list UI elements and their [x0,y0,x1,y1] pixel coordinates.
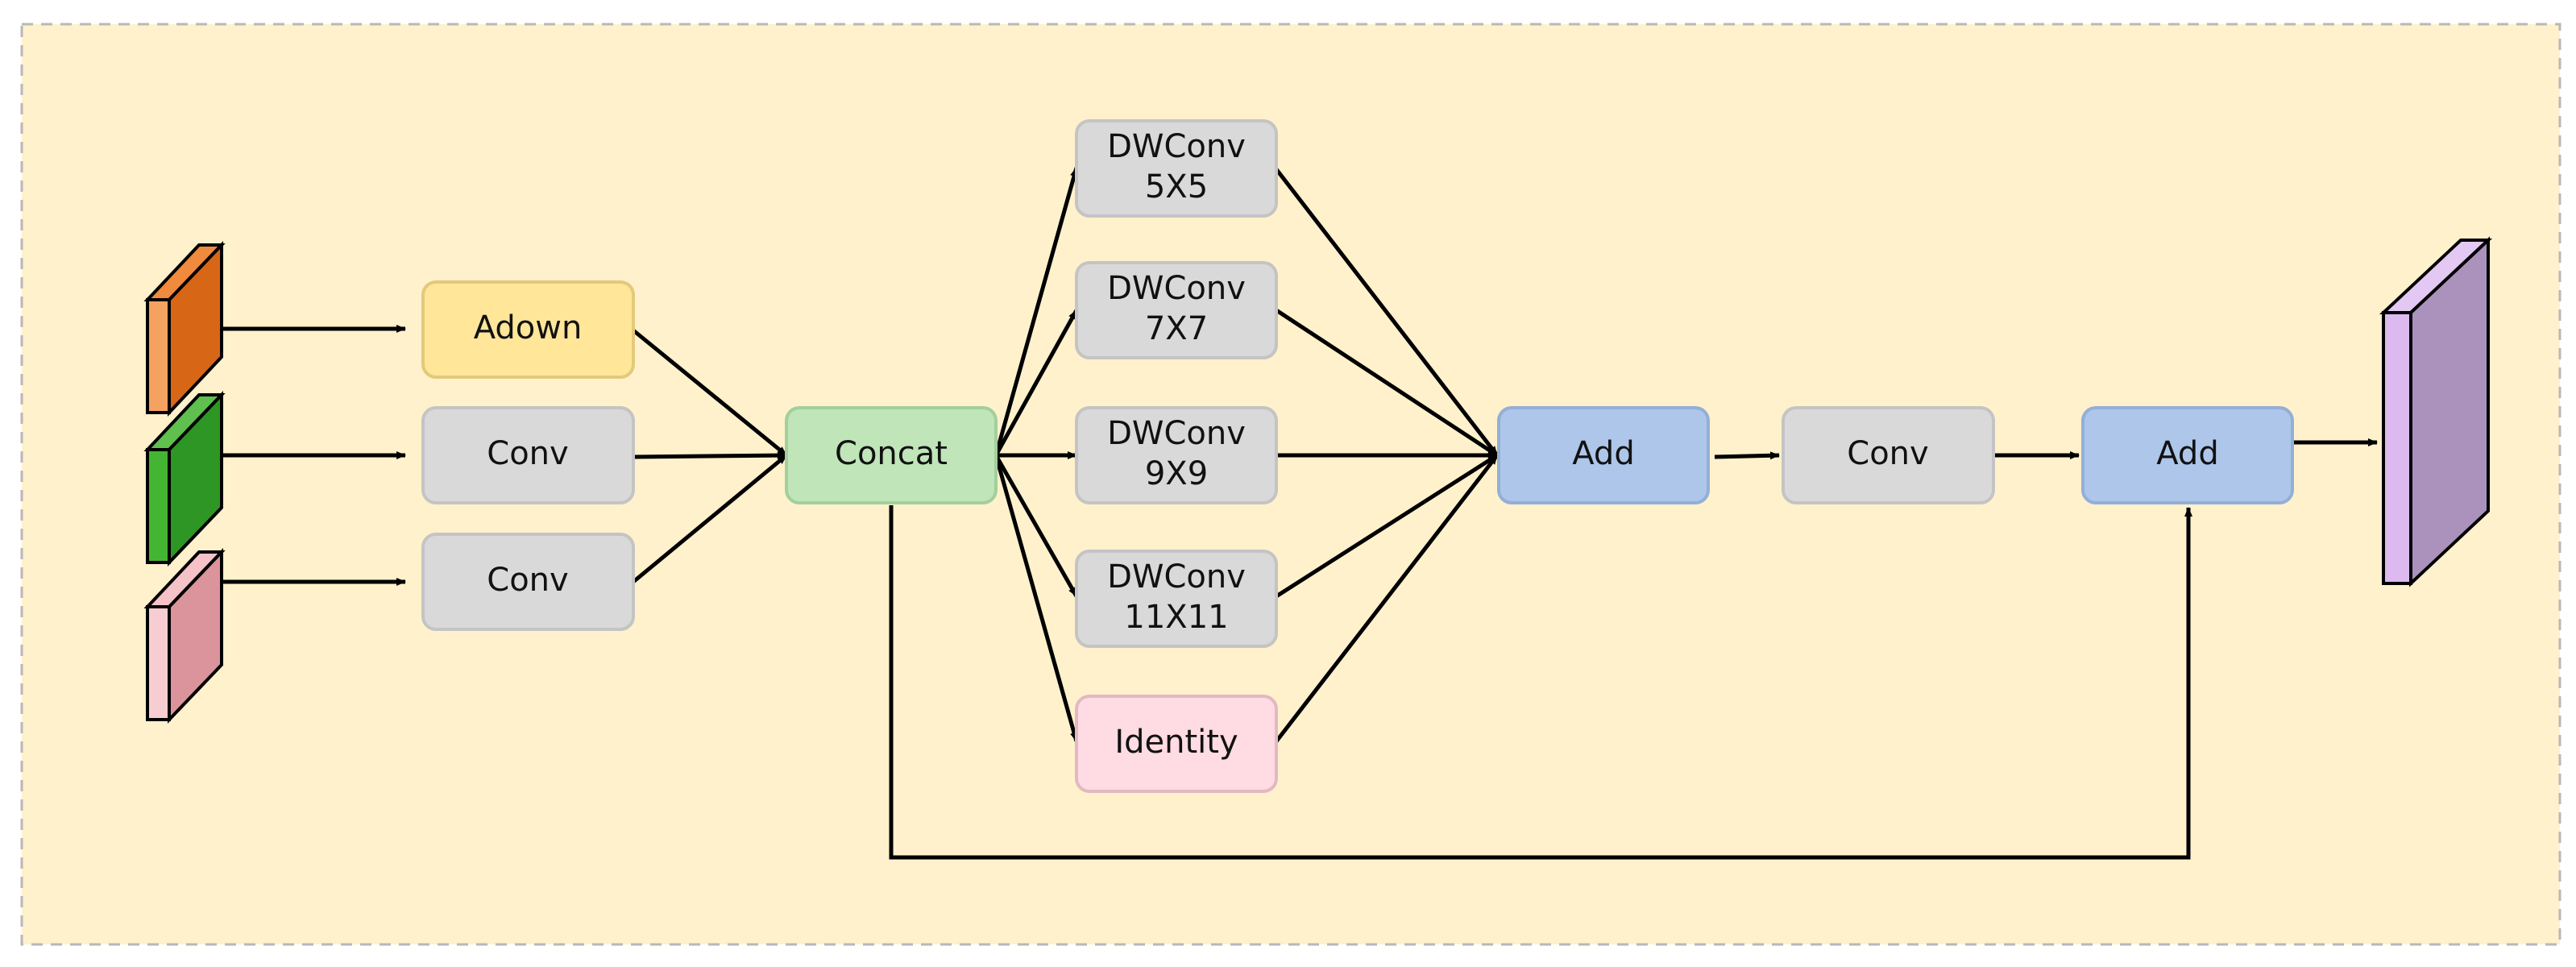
edge-concat-identity [993,454,1079,742]
input-feature-map-pink [143,548,226,724]
node-dwconv-5x5: DWConv 5X5 [1075,119,1278,218]
edge-concat-dw7 [993,309,1079,457]
node-dwconv-7x7-label-2: 7X7 [1145,310,1208,347]
node-add-1-label: Add [1572,435,1634,472]
edge-adown-concat [632,329,788,457]
node-concat: Concat [785,406,998,504]
node-dwconv-11x11-label-1: DWConv [1107,558,1246,596]
node-concat-label: Concat [835,435,948,472]
node-add-2-label: Add [2156,435,2218,472]
node-adown: Adown [421,280,635,379]
node-dwconv-5x5-label-2: 5X5 [1145,168,1208,205]
node-conv-3-label: Conv [1847,435,1928,472]
node-dwconv-5x5-label-1: DWConv [1107,128,1246,165]
node-dwconv-7x7: DWConv 7X7 [1075,261,1278,359]
node-dwconv-9x9-label-1: DWConv [1107,415,1246,452]
node-dwconv-7x7-label-1: DWConv [1107,270,1246,307]
edge-concat-dw11 [993,454,1079,598]
output-feature-map [2379,236,2493,587]
node-add-1: Add [1497,406,1710,504]
node-dwconv-9x9-label-2: 9X9 [1145,455,1208,492]
edge-conv-concat [633,451,787,460]
node-identity-label: Identity [1114,724,1238,761]
edge-dw7-add [1275,308,1499,458]
node-conv-3: Conv [1782,406,1995,504]
node-dwconv-9x9: DWConv 9X9 [1075,406,1278,504]
node-conv-2: Conv [421,533,635,631]
node-identity: Identity [1075,695,1278,793]
node-add-2: Add [2081,406,2294,504]
node-dwconv-11x11: DWConv 11X11 [1075,550,1278,648]
edge-conv2-concat [632,454,788,583]
edge-dw11-add [1275,453,1499,599]
edge-concat-skip-add2 [889,505,2192,860]
edge-identity-add [1275,454,1499,743]
edges [222,167,2378,860]
node-conv-2-label: Conv [487,562,568,599]
edge-add-conv [1714,451,1780,460]
node-conv-1-label: Conv [487,435,568,472]
edge-concat-dw5 [993,167,1079,456]
node-conv-1: Conv [421,406,635,504]
input-feature-map-orange [143,241,226,417]
node-dwconv-11x11-label-2: 11X11 [1124,599,1228,636]
input-feature-map-green [143,391,226,567]
edge-dw5-add [1275,168,1499,457]
node-adown-label: Adown [474,309,583,347]
